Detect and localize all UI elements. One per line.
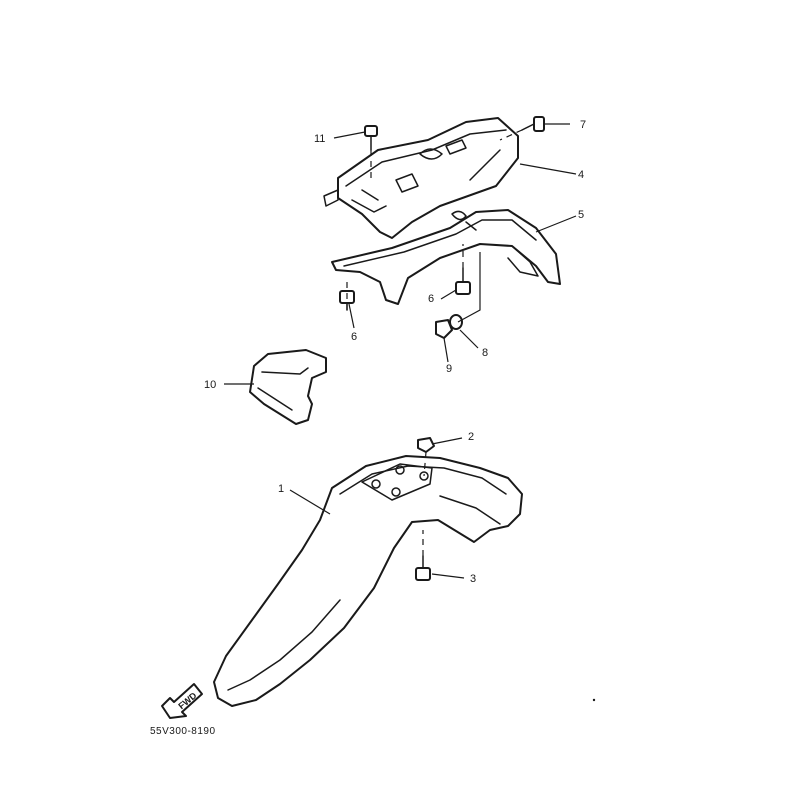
callout-5: 5 (578, 209, 584, 221)
part-10-pad (249, 349, 327, 425)
bolt-3 (415, 555, 431, 581)
stray-mark (592, 698, 596, 702)
callout-9: 9 (446, 363, 452, 375)
callout-6-right: 6 (428, 293, 434, 305)
callout-4: 4 (578, 169, 584, 181)
part-4-rear-cover (323, 117, 519, 239)
callout-2: 2 (468, 431, 474, 443)
diagram-code: 55V300-8190 (150, 726, 216, 737)
callout-6-left: 6 (351, 331, 357, 343)
nut-2 (417, 437, 435, 453)
leader-lines (224, 123, 577, 579)
washer-8 (449, 314, 463, 330)
nut-9 (435, 319, 453, 339)
part-1-front-fender (213, 455, 523, 707)
callout-3: 3 (470, 573, 476, 585)
callout-11: 11 (314, 133, 325, 145)
callout-1: 1 (278, 483, 284, 495)
callout-8: 8 (482, 347, 488, 359)
assembly-lines (346, 129, 523, 556)
bolt-6-right (455, 267, 471, 295)
bolt-7 (521, 116, 545, 132)
bolt-11 (364, 125, 378, 151)
forward-arrow-icon: FWD (161, 683, 203, 719)
callout-10: 10 (204, 379, 216, 391)
part-5-rear-fender (331, 209, 561, 305)
callout-7: 7 (580, 119, 586, 131)
callout-labels: 1 2 3 4 5 6 6 7 8 9 10 11 (204, 119, 586, 585)
